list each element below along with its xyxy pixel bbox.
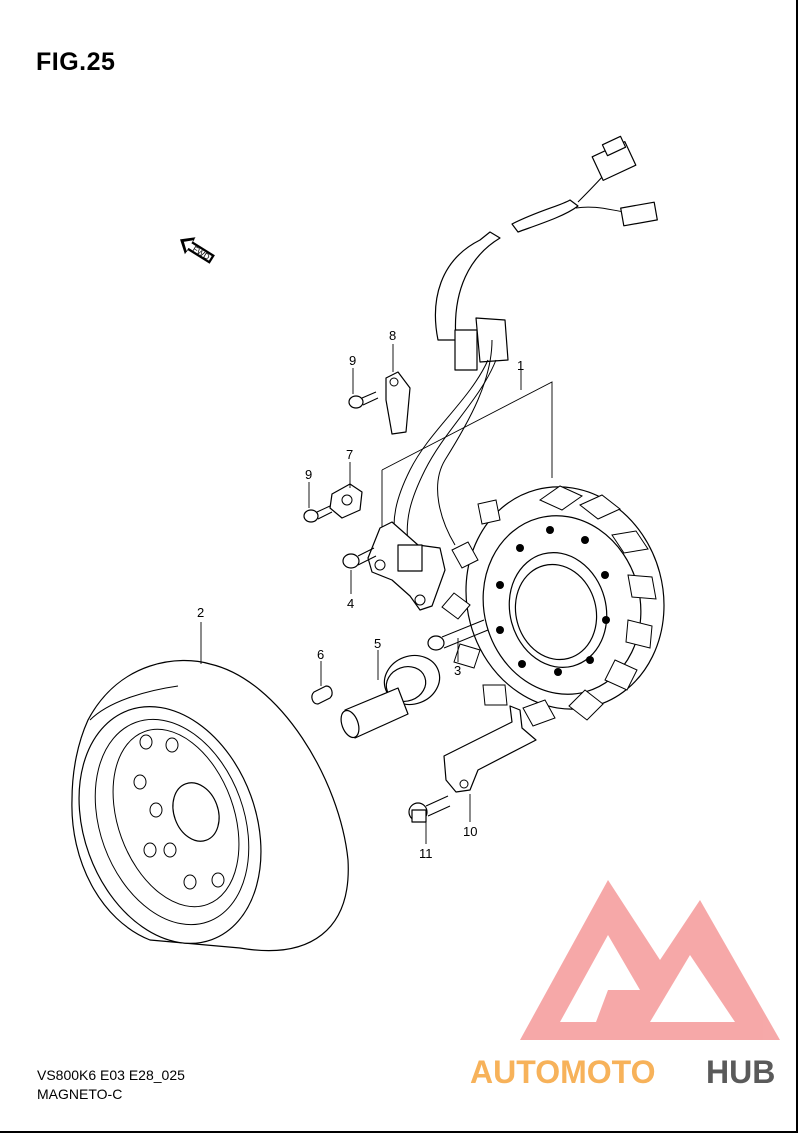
callout-9-upper: 9: [349, 353, 356, 368]
wire-clamp-8: [385, 371, 411, 435]
leader-lines: [200, 344, 471, 844]
figure-title: FIG.25: [36, 48, 116, 76]
screw-9-upper: [348, 391, 379, 409]
wire-clamp-7: [329, 483, 363, 519]
bolt-5: [340, 654, 441, 739]
watermark-logo: [520, 880, 780, 1040]
callout-2: 2: [197, 605, 204, 620]
screw-9-lower: [303, 505, 333, 523]
callout-9-lower: 9: [305, 467, 312, 482]
key-6: [311, 685, 333, 705]
callout-1: 1: [517, 358, 524, 373]
watermark-text-a: AUTOMOTO: [470, 1054, 655, 1090]
callout-3: 3: [454, 663, 461, 678]
wire-harness: [393, 135, 658, 546]
bolt-3: [427, 619, 489, 651]
callout-10: 10: [463, 824, 477, 839]
callout-11: 11: [419, 846, 433, 861]
model-code: VS800K6 E03 E28_025: [37, 1067, 185, 1083]
callout-6: 6: [317, 647, 324, 662]
screw-4: [342, 547, 377, 569]
fwd-arrow-icon: FWD: [180, 237, 215, 264]
section-name: MAGNETO-C: [37, 1086, 123, 1102]
rotor: [71, 659, 349, 952]
callout-4: 4: [347, 596, 354, 611]
wire-clamp-plate: [367, 521, 446, 611]
callout-7: 7: [346, 447, 353, 462]
bolt-11: [408, 795, 451, 823]
stator: [441, 485, 665, 727]
watermark-text-b: HUB: [706, 1054, 775, 1090]
bracket-10: [443, 705, 537, 793]
callout-8: 8: [389, 328, 396, 343]
callout-5: 5: [374, 636, 381, 651]
